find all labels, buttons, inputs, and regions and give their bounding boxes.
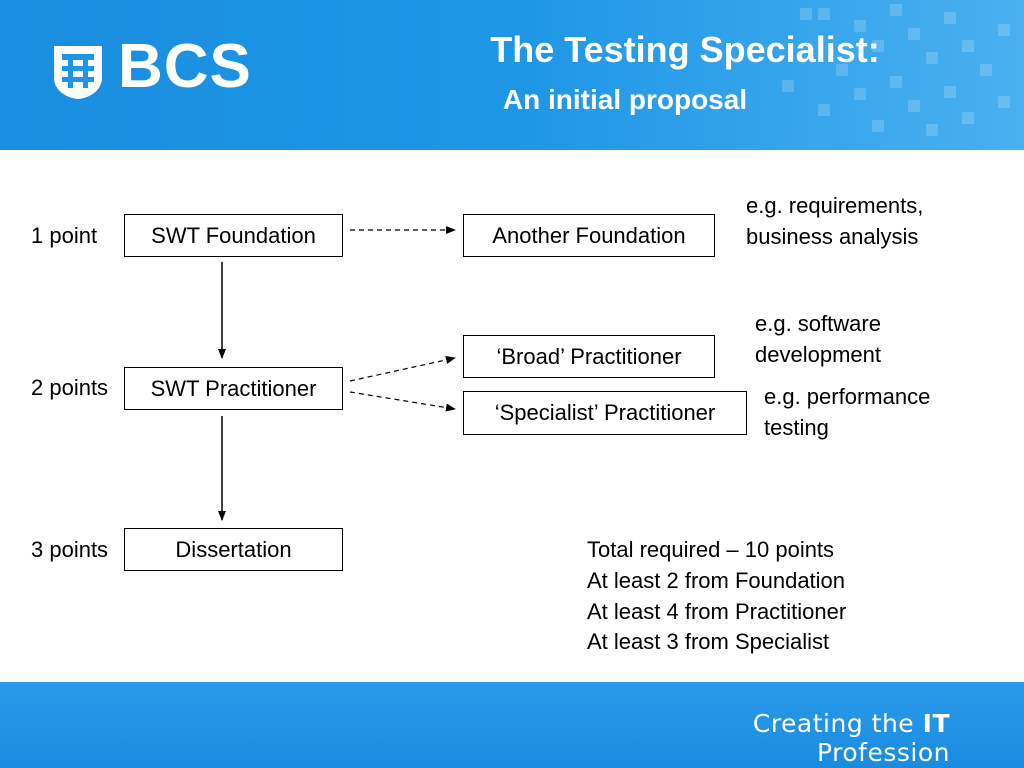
note-specialist-line-1: e.g. performance	[764, 384, 931, 409]
arrow-practitioner-to-specialist	[349, 391, 456, 412]
note-specialist-line-2: testing	[764, 414, 829, 440]
requirement-line: At least 2 from Foundation	[587, 567, 846, 593]
footer-tagline: Creating the IT Profession	[620, 709, 950, 767]
note-broad: e.g. software development	[755, 309, 881, 371]
note-broad-line-2: development	[755, 341, 881, 367]
note-foundation-line-2: business analysis	[746, 223, 919, 249]
tagline-prefix: Creating the	[752, 709, 923, 738]
note-broad-line-1: e.g. software	[755, 311, 881, 336]
box-swt-foundation: SWT Foundation	[124, 214, 343, 257]
box-swt-practitioner: SWT Practitioner	[124, 367, 343, 410]
tagline-suffix: Profession	[817, 738, 950, 767]
requirements-summary: Total required – 10 points At least 2 fr…	[587, 535, 846, 658]
header-banner: BCS The Testing Specialist: An initial p…	[0, 0, 1024, 150]
tagline-emphasis: IT	[922, 709, 950, 738]
arrow-practitioner-to-broad	[349, 356, 456, 382]
level-label-1-point: 1 point	[31, 223, 98, 248]
level-label-3-points: 3 points	[31, 537, 109, 562]
requirement-line: At least 3 from Specialist	[587, 629, 830, 655]
requirement-line: Total required – 10 points	[587, 537, 835, 562]
requirement-line: At least 4 from Practitioner	[587, 598, 847, 624]
bcs-shield-icon	[54, 46, 102, 99]
note-foundation-line-1: e.g. requirements,	[746, 193, 924, 218]
box-dissertation: Dissertation	[124, 528, 343, 571]
note-foundation: e.g. requirements, business analysis	[746, 191, 923, 253]
footer-banner: Creating the IT Profession	[0, 682, 1024, 768]
box-broad-practitioner: ‘Broad’ Practitioner	[463, 335, 715, 378]
box-another-foundation: Another Foundation	[463, 214, 715, 257]
level-label-2-points: 2 points	[31, 375, 109, 400]
bcs-logo-text: BCS	[118, 32, 252, 101]
slide-title: The Testing Specialist:	[490, 29, 880, 70]
box-specialist-practitioner: ‘Specialist’ Practitioner	[463, 391, 747, 435]
note-specialist: e.g. performance testing	[764, 382, 930, 444]
pixel-decoration	[782, 4, 1010, 136]
slide-subtitle: An initial proposal	[502, 84, 748, 115]
